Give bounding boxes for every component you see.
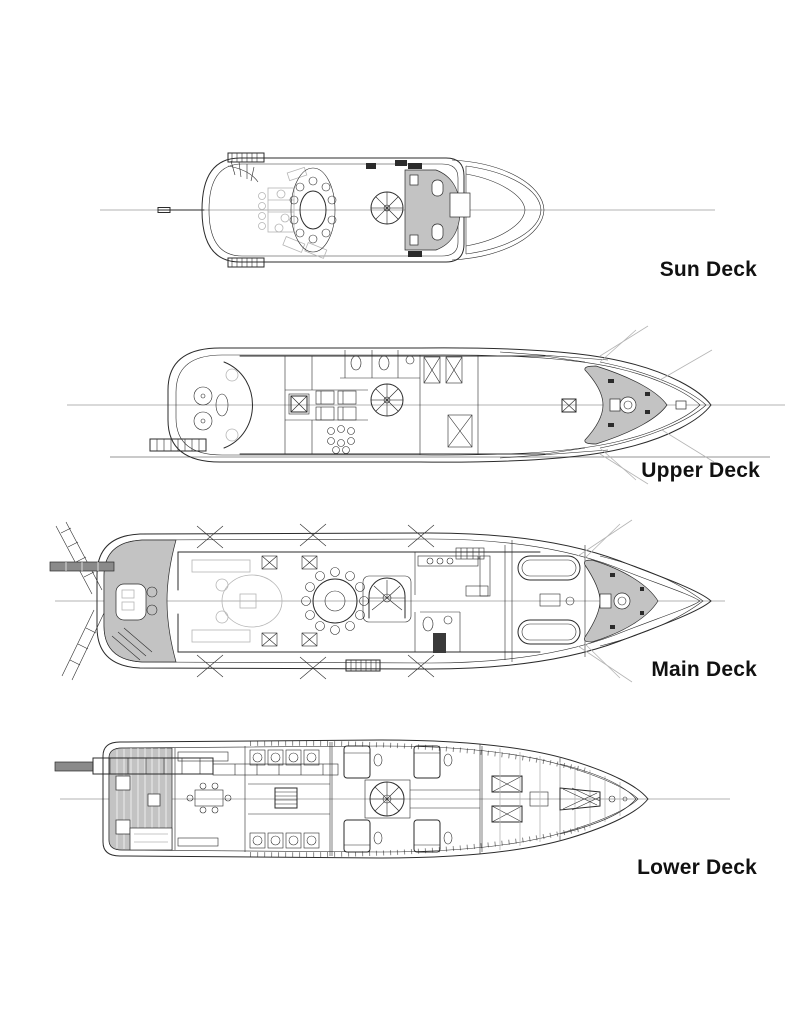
tender [517, 619, 581, 645]
sun-deck-plan [100, 152, 715, 268]
tender [517, 555, 581, 581]
main-deck-hull-outline [96, 532, 712, 670]
upper-deck-spiral-stair [370, 383, 404, 417]
sun-deck-pilothouse [366, 160, 471, 257]
main-foyer-stair [362, 575, 412, 623]
main-aft-deck [103, 539, 177, 663]
flag-staff [157, 207, 205, 213]
upper-deck-label: Upper Deck [641, 459, 760, 482]
elevator-shaft [288, 393, 310, 415]
upper-deck-plan [67, 325, 785, 485]
davit-cross-marks [196, 523, 435, 680]
main-salon [177, 551, 541, 653]
sun-deck-bar [258, 166, 328, 259]
sun-deck-dining-table [289, 167, 337, 253]
laundry [248, 742, 331, 856]
frame-ticks-bottom [249, 825, 586, 858]
frame-ticks-top [249, 740, 586, 773]
sun-deck-stair [227, 152, 265, 268]
passerelle [49, 521, 115, 681]
upper-deck-cabins [284, 350, 479, 455]
upper-foredeck [561, 325, 715, 485]
main-deck-label: Main Deck [651, 658, 757, 681]
crew-mess [174, 746, 246, 852]
sun-deck-hull-outline [201, 157, 465, 263]
main-dining-table [301, 567, 369, 635]
main-deck-plan [49, 519, 725, 683]
sky-lounge [215, 355, 586, 455]
beach-club [108, 747, 173, 851]
galley [414, 545, 506, 660]
sun-deck-spiral-stair [370, 191, 404, 225]
bow-compartments [559, 762, 637, 836]
upper-aft-deck [149, 386, 213, 452]
engine-room [481, 746, 561, 852]
guest-cabins [331, 742, 481, 856]
lower-crane-boom [54, 757, 339, 776]
dumbwaiter [433, 633, 446, 653]
lower-deck-label: Lower Deck [637, 856, 757, 879]
sun-deck-label: Sun Deck [659, 258, 757, 281]
main-deck-stair [345, 659, 381, 672]
upper-deck-hull-outline [167, 347, 712, 463]
lower-deck-plan [54, 739, 730, 859]
lower-deck-hull-outline [102, 739, 649, 859]
main-foredeck [577, 519, 704, 683]
